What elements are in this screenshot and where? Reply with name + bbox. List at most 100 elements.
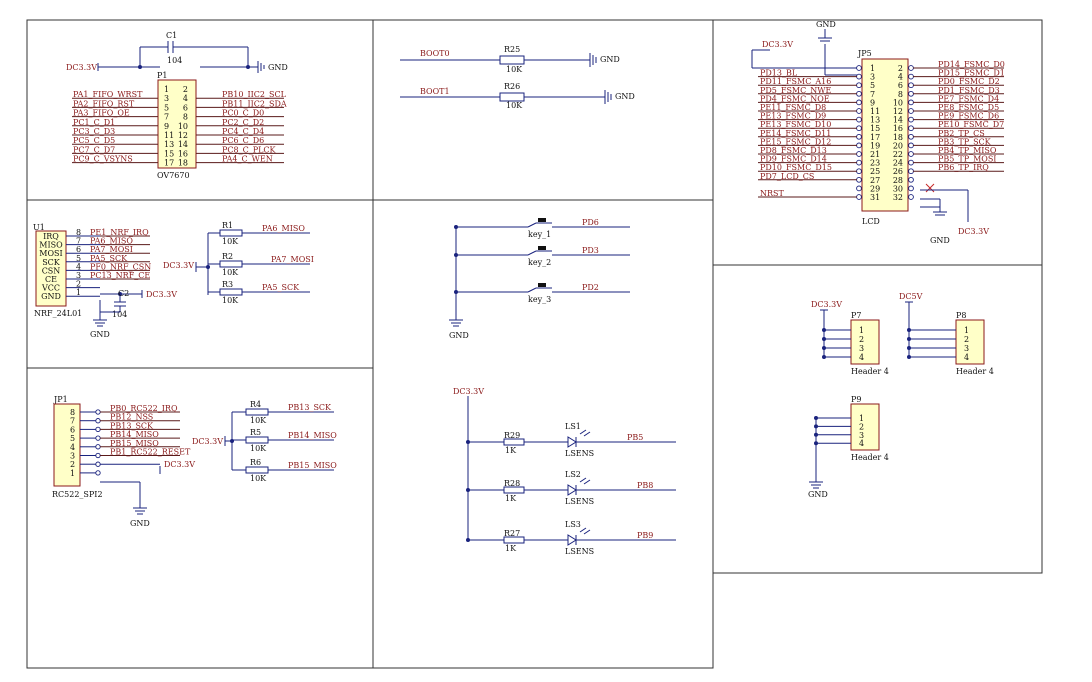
header-pin: 2	[859, 335, 864, 344]
lcd-right-net: PE8_FSMC_D5	[938, 103, 999, 112]
ov-pin-number: 2	[183, 85, 188, 94]
sensor-net: PB5	[627, 433, 643, 442]
pullup-net: PA6_MISO	[262, 224, 305, 233]
rc522-pin-number: 7	[70, 417, 75, 426]
lcd-pin-number: 26	[893, 167, 903, 176]
rc522-net-label: PB13_SCK	[110, 421, 154, 430]
nrf-pin-name: VCC	[41, 284, 60, 293]
nrf-pin-number: 7	[76, 237, 81, 246]
header-pin: 1	[859, 414, 864, 423]
key-label: key_2	[528, 258, 551, 267]
lcd-pin-number: 21	[870, 150, 880, 159]
pullup-resistor	[219, 260, 243, 268]
sensor-value: LSENS	[565, 547, 594, 556]
lcd-left-net: PE13_FSMC_D9	[760, 112, 826, 121]
lcd-right-net: PD14_FSMC_D0	[938, 60, 1005, 69]
boot1-gnd: GND	[615, 92, 635, 101]
p7-ref: P7	[851, 311, 861, 320]
lcd-pin-number: 6	[898, 81, 903, 90]
nrf-pin-number: 5	[76, 254, 81, 263]
ov-right-net: PC8_C_PLCK	[222, 145, 277, 154]
header-pin: 4	[859, 353, 864, 362]
ov-left-net: PC7_C_D7	[73, 145, 115, 154]
rc522-pin-number: 1	[70, 469, 75, 478]
lcd-pin-number: 24	[893, 159, 903, 168]
pullup-resistor	[245, 466, 269, 474]
nrf-net-label: PC13_NRF_CE	[90, 271, 150, 280]
p7-header	[850, 319, 880, 365]
sensor-net: PB9	[637, 531, 653, 540]
ov-pin-number: 1	[164, 85, 169, 94]
lcd-pin-number: 23	[870, 159, 880, 168]
nrf-net-label: PA5_SCK	[90, 254, 128, 263]
nrf-pin-name: GND	[41, 292, 61, 301]
rc522-net-label: PB15_MISO	[110, 439, 159, 448]
pullup-resistor	[219, 229, 243, 237]
nrf-pin-number: 6	[76, 245, 81, 254]
rc522-pin-number: 4	[70, 443, 75, 452]
pullup-resistor	[219, 288, 243, 296]
lcd-pin-number: 13	[870, 116, 880, 125]
light-block: DC3.3V R291KLS1LSENSPB5R281KLS2LSENSPB8R…	[453, 387, 676, 556]
ov-pin-number: 4	[183, 94, 188, 103]
p8-value: Header 4	[956, 367, 994, 376]
headers-block: DC3.3V P7 Header 4 DC5V P8 Header 4 GND …	[808, 292, 994, 499]
resistor-value: 10K	[250, 444, 267, 453]
ov-pin-number: 5	[164, 103, 169, 112]
ov-left-net: PC9_C_VSYNS	[73, 155, 133, 164]
lcd-left-net: PD11_FSMC_A16	[760, 77, 831, 86]
lcd-pin-number: 14	[893, 116, 903, 125]
boot-block: BOOT0 GND R25 10K BOOT1 GND R26 10K	[400, 45, 635, 110]
lcd-pin-number: 28	[893, 176, 903, 185]
lcd-ref: JP5	[857, 49, 872, 58]
lcd-right-net: PB6_TP_IRQ	[938, 163, 989, 172]
lcd-left-net: PD5_FSMC_NWE	[760, 86, 831, 95]
panel-frames	[26, 19, 1043, 669]
pullup-net: PB15_MISO	[288, 461, 337, 470]
ov-pin-number: 8	[183, 113, 188, 122]
pullup-net: PB14_MISO	[288, 431, 337, 440]
lcd-pin-number: 31	[870, 193, 880, 202]
rc522-pin-number: 2	[70, 460, 75, 469]
ov-pin-number: 9	[164, 122, 169, 131]
push-button	[538, 246, 546, 250]
ov-value: OV7670	[157, 171, 190, 180]
lcd-left-net: PD4_FSMC_NOE	[760, 94, 830, 103]
lcd-connector	[861, 58, 909, 212]
sensor-resistor-ref: R28	[504, 479, 520, 488]
lcd-right-net: PB3_TP_SCK	[938, 137, 992, 146]
sensor-resistor-value: 1K	[505, 494, 517, 503]
ov-left-net: PA2_FIFO_RST	[73, 99, 135, 108]
header-pin: 1	[964, 326, 969, 335]
ov-pin-number: 10	[178, 122, 188, 131]
pullup-net: PB13_SCK	[288, 403, 332, 412]
lcd-pin-number: 25	[870, 167, 880, 176]
lcd-left-net: PD13_BL	[760, 69, 798, 78]
nrf-pin-number: 3	[76, 271, 81, 280]
lcd-pin-number: 22	[893, 150, 903, 159]
nrf-pin-name: SCK	[42, 258, 61, 267]
ov-pin-number: 16	[178, 149, 188, 158]
lcd-right-net: PE7_FSMC_D4	[938, 94, 999, 103]
ov-cap-ref: C1	[166, 31, 177, 40]
sensor-resistor-ref: R27	[504, 529, 520, 538]
lcd-pin-number: 7	[870, 90, 875, 99]
photodiode	[567, 436, 577, 448]
p9-gnd: GND	[808, 490, 828, 499]
key-net: PD3	[582, 246, 599, 255]
lcd-pin-number: 18	[893, 133, 903, 142]
ov-pin-number: 12	[178, 131, 188, 140]
nrf-pin-name: CE	[45, 275, 57, 284]
rc522-pull-power: DC3.3V	[192, 437, 223, 446]
p8-ref: P8	[956, 311, 966, 320]
resistor-ref: R5	[250, 428, 261, 437]
ov-right-net: PB11_IIC2_SDA	[222, 99, 287, 108]
rc522-ref: JP1	[53, 395, 68, 404]
rc522-pin-number: 3	[70, 452, 75, 461]
lcd-left-net: PD8_FSMC_D13	[760, 146, 827, 155]
nrf-pin-number: 4	[76, 262, 81, 271]
ov-pin-number: 7	[164, 113, 169, 122]
